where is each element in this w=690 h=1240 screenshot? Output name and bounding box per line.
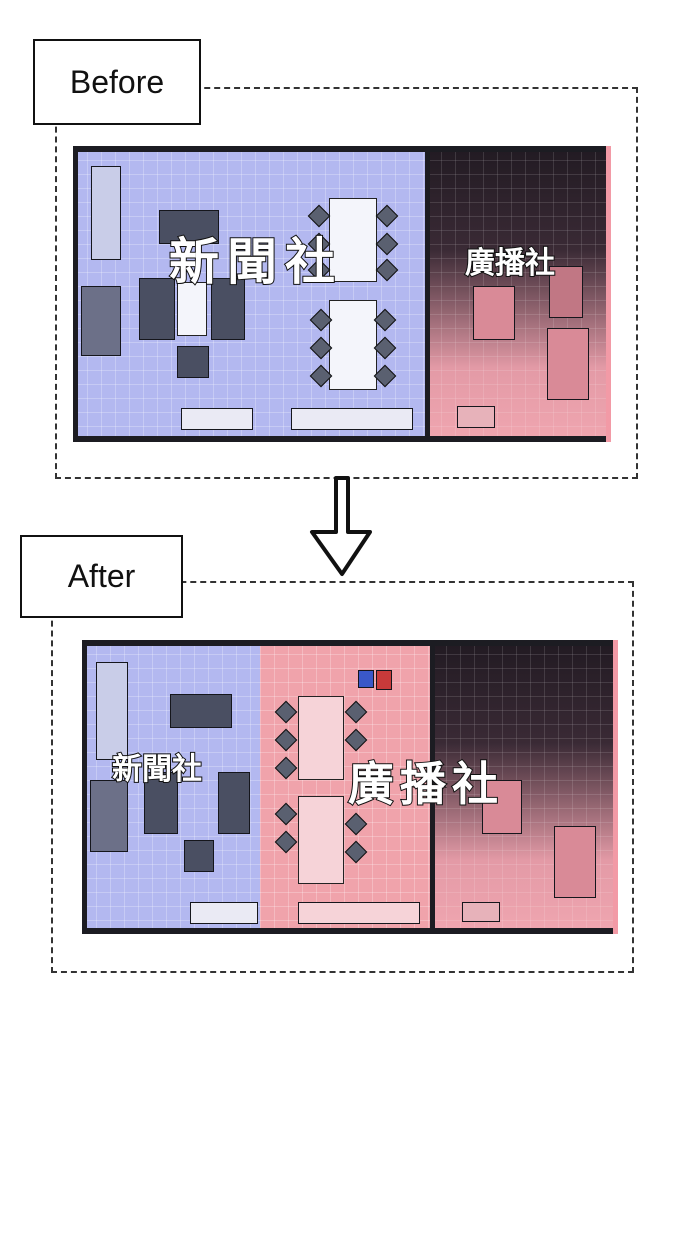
before-newspaper-room: [73, 146, 427, 442]
after-tag: After: [20, 535, 183, 618]
desk: [159, 210, 219, 244]
before-tag: Before: [33, 39, 201, 125]
after-broadcast-label: 廣播社: [347, 756, 504, 812]
before-newspaper-label: 新聞社: [168, 232, 343, 292]
before-broadcast-label: 廣播社: [464, 245, 556, 282]
after-floor-plan: 新聞社 廣播社: [82, 640, 618, 934]
before-floor-plan: 新聞社 廣播社: [73, 146, 611, 442]
after-panel-frame: [51, 581, 634, 973]
after-broadcast-room: [260, 640, 432, 934]
after-dark-room: [432, 640, 618, 934]
down-arrow-icon: [310, 476, 372, 576]
after-newspaper-label: 新聞社: [111, 751, 203, 788]
